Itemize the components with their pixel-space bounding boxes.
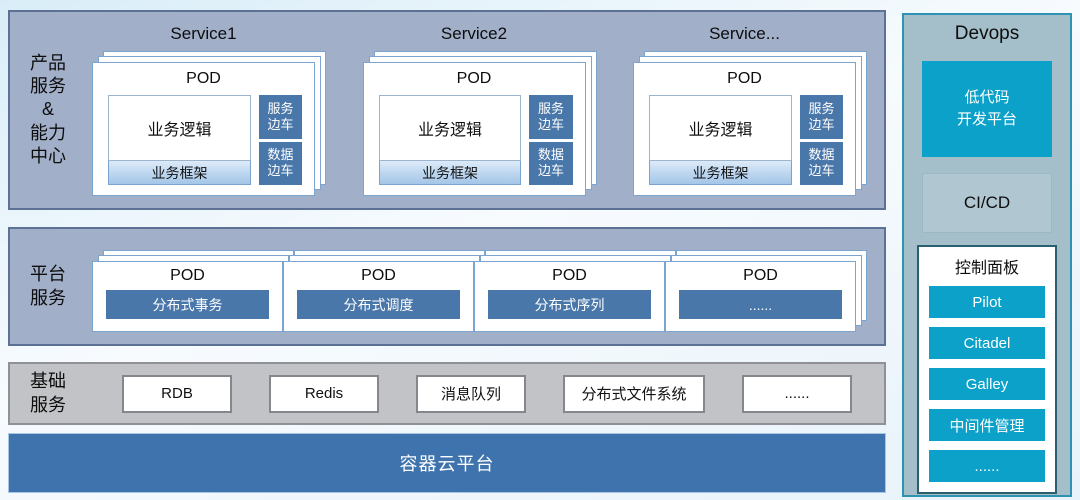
more-base-box: ...... xyxy=(742,374,852,413)
platform-pod-stack-2: POD 分布式调度 xyxy=(283,261,474,332)
service-group-3: Service... POD 业务逻辑 业务框架 服务 边车 数据 边车 xyxy=(633,18,856,196)
control-panel: 控制面板 Pilot Citadel Galley 中间件管理 ...... xyxy=(917,245,1057,494)
pod-body: 业务逻辑 业务框架 服务 边车 数据 边车 xyxy=(364,95,585,195)
pod-card: POD 分布式调度 xyxy=(283,261,474,332)
service-title: Service2 xyxy=(440,24,508,43)
pod-card: POD 业务逻辑 业务框架 服务 边车 数据 边车 xyxy=(362,62,586,196)
sidecar-column: 服务 边车 数据 边车 xyxy=(799,95,843,185)
pod-card: POD 业务逻辑 业务框架 服务 边车 数据 边车 xyxy=(633,62,856,196)
product-services-band: 产品 服务 & 能力 中心 Service1 POD 业务逻辑 业务框架 服务 … xyxy=(8,10,886,210)
business-framework-box: 业务框架 xyxy=(649,161,792,185)
devops-column: Devops 低代码 开发平台 CI/CD 控制面板 Pilot Citadel… xyxy=(902,13,1072,497)
service-group-2: Service2 POD 业务逻辑 业务框架 服务 边车 数据 边车 xyxy=(362,18,586,196)
control-panel-title: 控制面板 xyxy=(954,260,1019,277)
base-services-band: 基础 服务 RDB Redis 消息队列 分布式文件系统 ...... xyxy=(8,362,886,425)
business-framework-box: 业务框架 xyxy=(378,161,522,185)
distributed-file-system-box: 分布式文件系统 xyxy=(563,374,705,413)
control-panel-items: Pilot Citadel Galley 中间件管理 ...... xyxy=(929,286,1045,482)
pod-card: POD ...... xyxy=(665,261,856,332)
pod-card: POD 业务逻辑 业务框架 服务 边车 数据 边车 xyxy=(92,62,315,196)
data-sidecar-box: 数据 边车 xyxy=(529,141,573,185)
pod-card: POD 分布式序列 xyxy=(474,261,665,332)
message-queue-box: 消息队列 xyxy=(416,374,526,413)
pod-label: POD xyxy=(743,267,778,284)
pod-card: POD 分布式事务 xyxy=(92,261,283,332)
business-logic-box: 业务逻辑 xyxy=(108,95,251,161)
pod-label: POD xyxy=(186,70,221,87)
pod-stack: POD 业务逻辑 业务框架 服务 边车 数据 边车 xyxy=(633,62,856,196)
citadel-item: Citadel xyxy=(929,327,1045,359)
service-title: Service1 xyxy=(170,24,237,43)
business-logic-box: 业务逻辑 xyxy=(649,95,792,161)
container-cloud-label: 容器云平台 xyxy=(399,454,495,474)
service-sidecar-box: 服务 边车 xyxy=(258,95,302,139)
middleware-management-item: 中间件管理 xyxy=(929,409,1045,441)
service-sidecar-box: 服务 边车 xyxy=(799,95,843,139)
service-groups: Service1 POD 业务逻辑 业务框架 服务 边车 数据 边车 xyxy=(92,18,856,196)
logic-column: 业务逻辑 业务框架 xyxy=(378,95,522,185)
platform-pod-stack-3: POD 分布式序列 xyxy=(474,261,665,332)
rdb-box: RDB xyxy=(122,374,232,413)
business-framework-box: 业务框架 xyxy=(108,161,251,185)
logic-column: 业务逻辑 业务框架 xyxy=(649,95,792,185)
pod-label: POD xyxy=(361,267,396,284)
platform-pod-stack-4: POD ...... xyxy=(665,261,856,332)
pod-stack: POD 业务逻辑 业务框架 服务 边车 数据 边车 xyxy=(92,62,315,196)
data-sidecar-box: 数据 边车 xyxy=(799,141,843,185)
service-group-1: Service1 POD 业务逻辑 业务框架 服务 边车 数据 边车 xyxy=(92,18,315,196)
more-services-box: ...... xyxy=(679,290,842,319)
pod-body: 业务逻辑 业务框架 服务 边车 数据 边车 xyxy=(93,95,314,195)
data-sidecar-box: 数据 边车 xyxy=(258,141,302,185)
service-title: Service... xyxy=(709,24,780,43)
pod-label: POD xyxy=(170,267,205,284)
platform-band-label: 平台 服务 xyxy=(30,264,66,308)
container-cloud-band: 容器云平台 xyxy=(8,433,886,493)
sidecar-column: 服务 边车 数据 边车 xyxy=(529,95,573,185)
pod-stack: POD 业务逻辑 业务框架 服务 边车 数据 边车 xyxy=(362,62,586,196)
sidecar-column: 服务 边车 数据 边车 xyxy=(258,95,302,185)
distributed-transaction-box: 分布式事务 xyxy=(106,290,269,319)
pod-body: 业务逻辑 业务框架 服务 边车 数据 边车 xyxy=(634,95,855,195)
platform-services-band: 平台 服务 POD 分布式事务 POD 分布式调度 POD 分布式序列 POD … xyxy=(8,227,886,346)
base-band-label: 基础 服务 xyxy=(30,371,66,415)
more-control-item: ...... xyxy=(929,450,1045,482)
devops-title: Devops xyxy=(954,23,1020,44)
pod-label: POD xyxy=(456,70,492,87)
galley-item: Galley xyxy=(929,368,1045,400)
product-band-label: 产品 服务 & 能力 中心 xyxy=(30,52,66,167)
distributed-sequence-box: 分布式序列 xyxy=(488,290,651,319)
platform-pods: POD 分布式事务 POD 分布式调度 POD 分布式序列 POD ...... xyxy=(92,249,856,332)
service-sidecar-box: 服务 边车 xyxy=(529,95,573,139)
logic-column: 业务逻辑 业务框架 xyxy=(108,95,251,185)
low-code-platform-box: 低代码 开发平台 xyxy=(922,61,1052,157)
pod-label: POD xyxy=(552,267,587,284)
business-logic-box: 业务逻辑 xyxy=(378,95,522,161)
base-service-items: RDB Redis 消息队列 分布式文件系统 ...... xyxy=(122,364,852,423)
platform-pod-stack-1: POD 分布式事务 xyxy=(92,261,283,332)
cicd-box: CI/CD xyxy=(922,173,1052,233)
pod-label: POD xyxy=(727,70,762,87)
distributed-scheduler-box: 分布式调度 xyxy=(297,290,460,319)
pilot-item: Pilot xyxy=(929,286,1045,318)
redis-box: Redis xyxy=(269,374,379,413)
